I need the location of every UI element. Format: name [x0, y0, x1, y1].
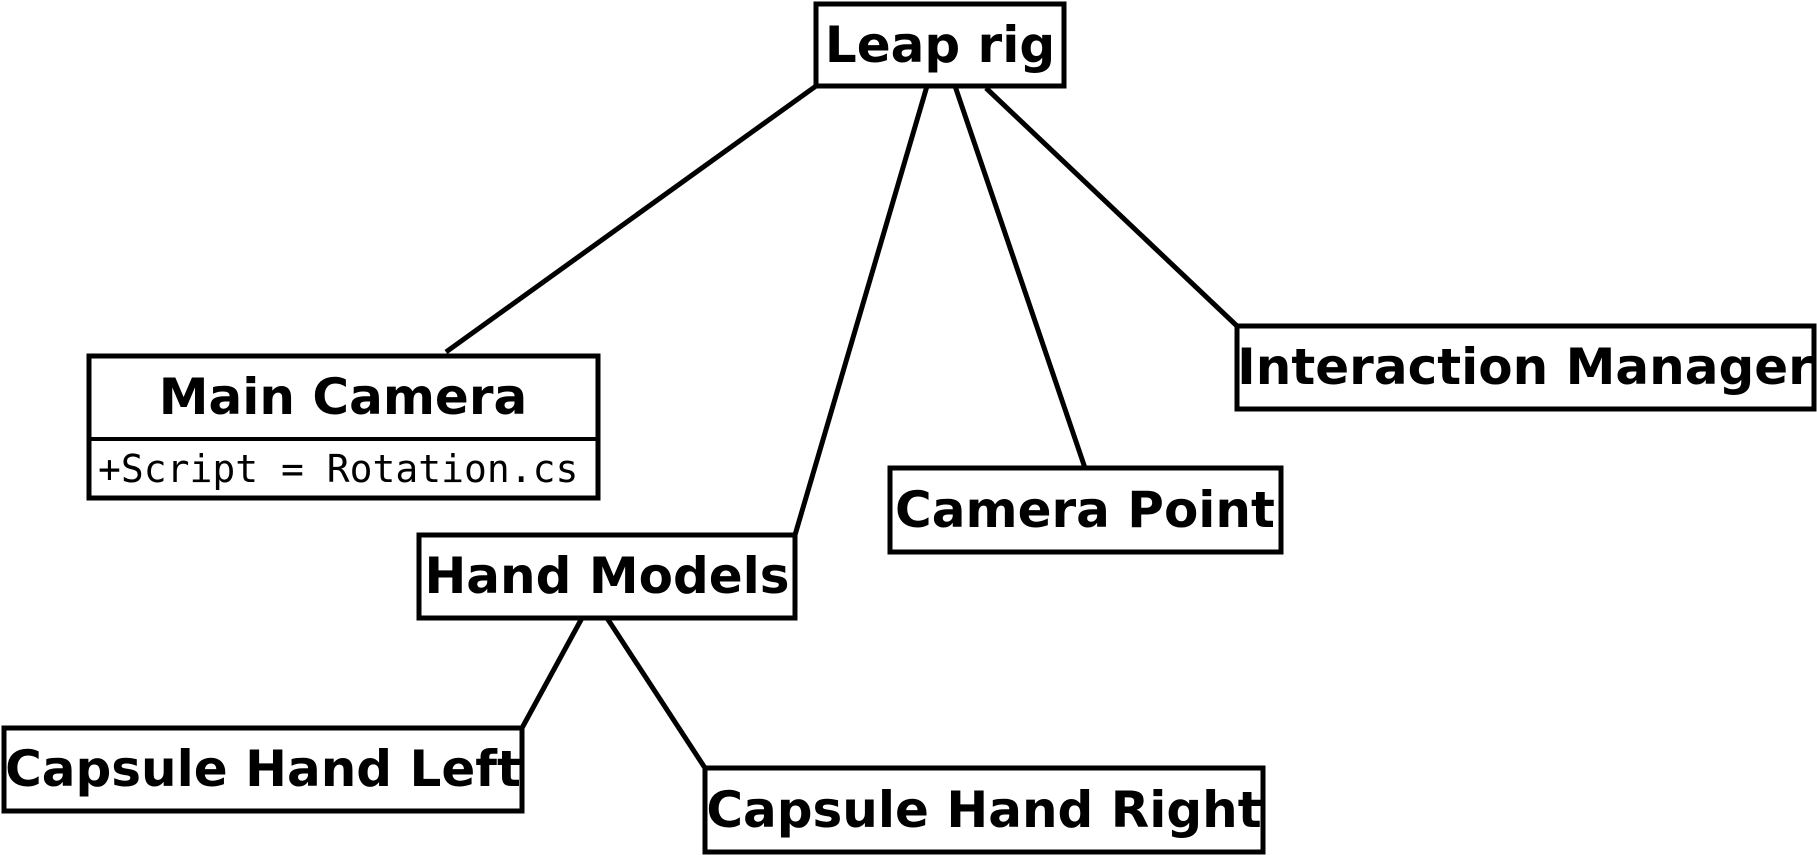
node-capsule-hand-right: Capsule Hand Right: [702, 765, 1266, 855]
node-camera-point: Camera Point: [887, 465, 1284, 555]
edge-leap-rig-camera-point: [952, 85, 1088, 469]
node-label: Capsule Hand Left: [5, 740, 521, 798]
node-main-camera: Main Camera +Script = Rotation.cs: [86, 353, 601, 501]
edge-hand-models-capsule-right: [604, 616, 708, 770]
edge-leap-rig-interaction-manager: [984, 86, 1239, 328]
node-label: Main Camera: [159, 368, 527, 426]
node-label: Capsule Hand Right: [706, 781, 1261, 839]
node-label: Leap rig: [825, 16, 1055, 74]
node-label: Camera Point: [895, 481, 1275, 539]
edge-leap-rig-hand-models: [792, 85, 930, 536]
node-label: Hand Models: [424, 547, 789, 605]
node-hand-models: Hand Models: [416, 532, 798, 621]
node-label: Interaction Manager: [1237, 338, 1813, 396]
node-capsule-hand-left: Capsule Hand Left: [1, 725, 525, 814]
node-leap-rig: Leap rig: [813, 1, 1067, 89]
node-attribute: +Script = Rotation.cs: [98, 447, 578, 491]
edge-leap-rig-main-camera: [444, 83, 818, 355]
edge-hand-models-capsule-left: [519, 616, 585, 730]
node-interaction-manager: Interaction Manager: [1234, 323, 1817, 412]
edges: [444, 83, 1239, 770]
